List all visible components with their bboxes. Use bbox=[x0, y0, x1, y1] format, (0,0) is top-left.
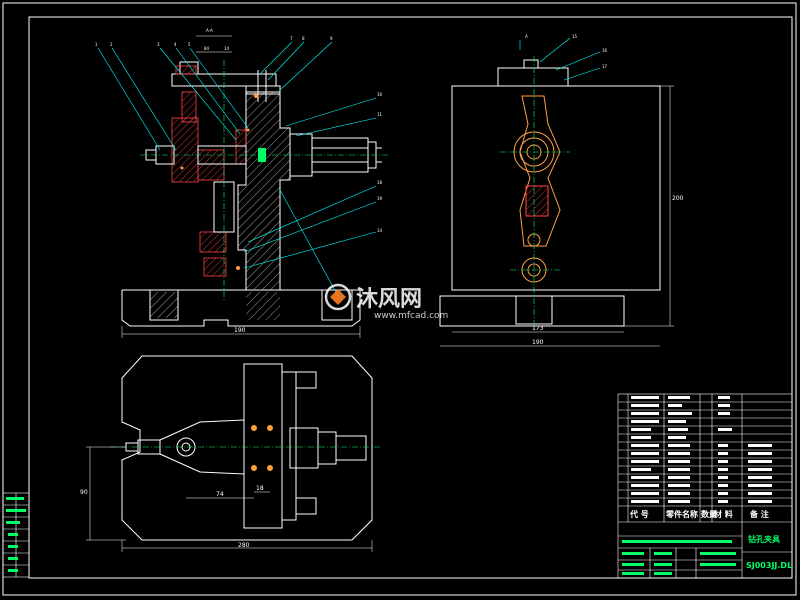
front-dimensions bbox=[121, 35, 361, 338]
drawing-title: 钻孔夹具 bbox=[748, 534, 780, 544]
front-center-marker bbox=[258, 148, 266, 162]
front-base-hatch-right bbox=[246, 292, 280, 320]
side-centerlines bbox=[500, 56, 570, 330]
callout-10: 10 bbox=[377, 92, 383, 97]
bom-header-qty: 数量 bbox=[701, 509, 717, 519]
front-base-hatch bbox=[150, 292, 178, 318]
margin-stamp-block bbox=[2, 492, 30, 578]
watermark: 沐风网 www.mfcad.com bbox=[324, 283, 448, 321]
top-view: 280 74 18 90 bbox=[80, 355, 382, 552]
top-dim-hole: 18 bbox=[256, 485, 264, 492]
top-dim-length: 280 bbox=[238, 542, 250, 549]
side-callout-15: 15 bbox=[572, 34, 578, 39]
callout-2: 2 bbox=[110, 42, 113, 47]
side-outline bbox=[439, 59, 661, 327]
drawing-number: SJ003JJ.DL bbox=[746, 561, 792, 570]
side-callout-16: 16 bbox=[602, 48, 608, 53]
top-outline bbox=[121, 355, 373, 541]
side-dim-inner: 173 bbox=[532, 325, 544, 332]
bom-header-code: 代 号 bbox=[629, 509, 649, 519]
callout-7: 7 bbox=[290, 36, 293, 41]
front-column-hatch bbox=[237, 91, 291, 291]
title-block bbox=[617, 393, 793, 579]
callout-3: 3 bbox=[157, 42, 160, 47]
top-dim-height: 90 bbox=[80, 489, 88, 496]
side-arm bbox=[513, 95, 561, 283]
front-bolts bbox=[180, 94, 258, 270]
watermark-url: www.mfcad.com bbox=[374, 311, 448, 321]
callout-5: 5 bbox=[188, 42, 191, 47]
callout-9: 9 bbox=[330, 36, 333, 41]
callout-18: 18 bbox=[377, 180, 383, 185]
bom-header: 代 号 零件名称 数量 材 料 备 注 bbox=[629, 509, 769, 519]
front-leaders bbox=[97, 41, 377, 297]
callout-14: 14 bbox=[377, 228, 383, 233]
bom-header-material: 材 料 bbox=[714, 509, 733, 519]
callout-8: 8 bbox=[302, 36, 305, 41]
side-dim-height: 200 bbox=[672, 195, 684, 202]
top-holes bbox=[251, 425, 273, 471]
bom-header-name: 零件名称 bbox=[665, 509, 698, 519]
callout-11: 11 bbox=[377, 112, 383, 117]
front-red-parts bbox=[171, 65, 247, 277]
side-dim-outer: 190 bbox=[532, 339, 544, 346]
side-section-label: A bbox=[525, 34, 528, 39]
front-section-label: A-A bbox=[206, 28, 213, 33]
callout-1: 1 bbox=[95, 42, 98, 47]
front-callouts: 1 2 3 4 5 7 8 9 10 11 14 18 19 A-A bbox=[95, 28, 383, 233]
side-dimensions bbox=[440, 85, 674, 347]
watermark-brand: 沐风网 bbox=[356, 287, 422, 312]
title-block-marks bbox=[622, 540, 736, 575]
callout-19: 19 bbox=[377, 196, 383, 201]
mfcad-logo-icon bbox=[324, 283, 352, 311]
top-dimensions bbox=[86, 446, 373, 552]
callout-4: 4 bbox=[174, 42, 177, 47]
margin-stamp-marks bbox=[6, 497, 26, 572]
side-callout-17: 17 bbox=[602, 64, 608, 69]
side-leaders bbox=[519, 37, 601, 81]
front-dim-width: 190 bbox=[234, 327, 246, 334]
bom-row-marks bbox=[631, 396, 772, 503]
sheet-inner-border bbox=[28, 16, 793, 579]
front-dim-pitch: 14 bbox=[224, 46, 230, 51]
front-dim-bore: 84 bbox=[204, 46, 210, 51]
bom-header-remark: 备 注 bbox=[749, 509, 769, 519]
side-view: 15 16 17 A 200 173 190 bbox=[439, 34, 684, 347]
front-section-view: 1 2 3 4 5 7 8 9 10 11 14 18 19 A-A 190 8… bbox=[95, 28, 390, 338]
top-dim-offset: 74 bbox=[216, 491, 224, 498]
